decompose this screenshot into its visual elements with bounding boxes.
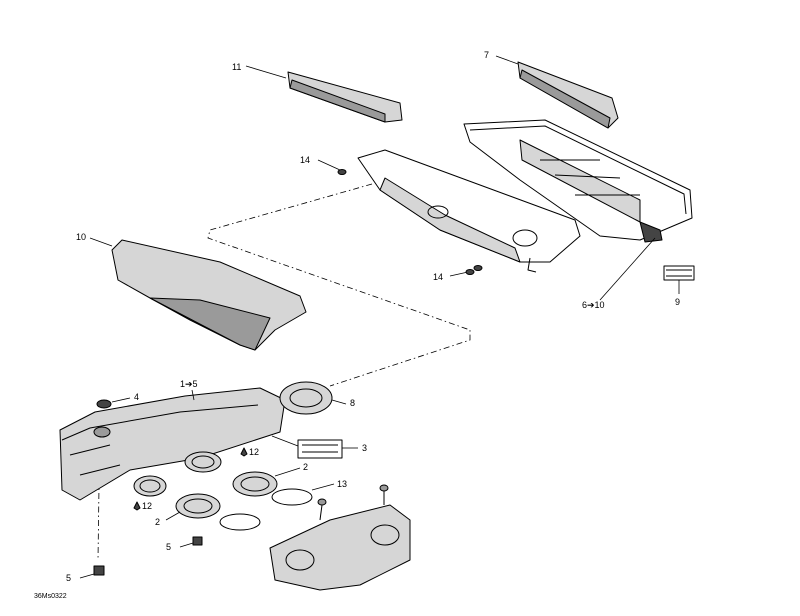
sleeve-2-upper — [232, 467, 301, 497]
drawing-code: 36Ms0322 — [34, 593, 67, 600]
grommet-4 — [96, 397, 131, 409]
leader-11 — [245, 65, 287, 79]
silencer-housing — [59, 387, 286, 501]
callout-14-top: 14 — [300, 155, 310, 165]
leader-6-10 — [599, 237, 656, 301]
nut-5-upper — [179, 536, 203, 548]
adaptor-upper-left — [184, 451, 222, 473]
silencer-cover — [357, 149, 581, 273]
callout-10: 10 — [76, 232, 86, 242]
callout-11: 11 — [232, 62, 241, 72]
foam-strip-11 — [287, 71, 403, 123]
callout-1-5: 1➔5 — [180, 379, 198, 389]
alignment-line-upper — [207, 183, 471, 387]
callout-5-upper: 5 — [166, 542, 171, 552]
sticker-9 — [663, 265, 695, 294]
callout-4: 4 — [134, 392, 139, 402]
alignment-line-left — [97, 411, 101, 561]
callout-7: 7 — [484, 50, 489, 60]
callout-2-upper: 2 — [303, 462, 308, 472]
callout-5-lower: 5 — [66, 573, 71, 583]
foam-strip-7 — [517, 61, 619, 129]
callout-8: 8 — [350, 398, 355, 408]
silencer-base — [463, 119, 693, 243]
callout-6-10: 6➔10 — [582, 300, 605, 310]
callout-13: 13 — [337, 479, 347, 489]
callout-2-lower: 2 — [155, 517, 160, 527]
adhesive-drop-icon-upper — [240, 447, 248, 457]
leader-10 — [89, 237, 113, 247]
callout-12-upper: 12 — [249, 447, 259, 457]
callout-12-lower: 12 — [142, 501, 152, 511]
screw-14-top — [317, 159, 347, 175]
carburetor-assembly — [269, 484, 411, 591]
foam-pad-10 — [111, 239, 307, 351]
rubber-ring-8 — [279, 381, 347, 415]
callout-14-bottom: 14 — [433, 272, 443, 282]
adhesive-drop-icon-lower — [133, 501, 141, 511]
sticker-3 — [271, 435, 358, 459]
screw-14-bottom — [449, 265, 483, 277]
sleeve-2-lower — [165, 493, 221, 521]
callout-9: 9 — [675, 297, 680, 307]
callout-3: 3 — [362, 443, 367, 453]
nut-5-lower — [79, 565, 105, 579]
clamp-13 — [219, 483, 335, 531]
leader-7 — [495, 55, 519, 65]
leader-1-5 — [191, 389, 195, 401]
adaptor-lower-left — [133, 475, 167, 497]
